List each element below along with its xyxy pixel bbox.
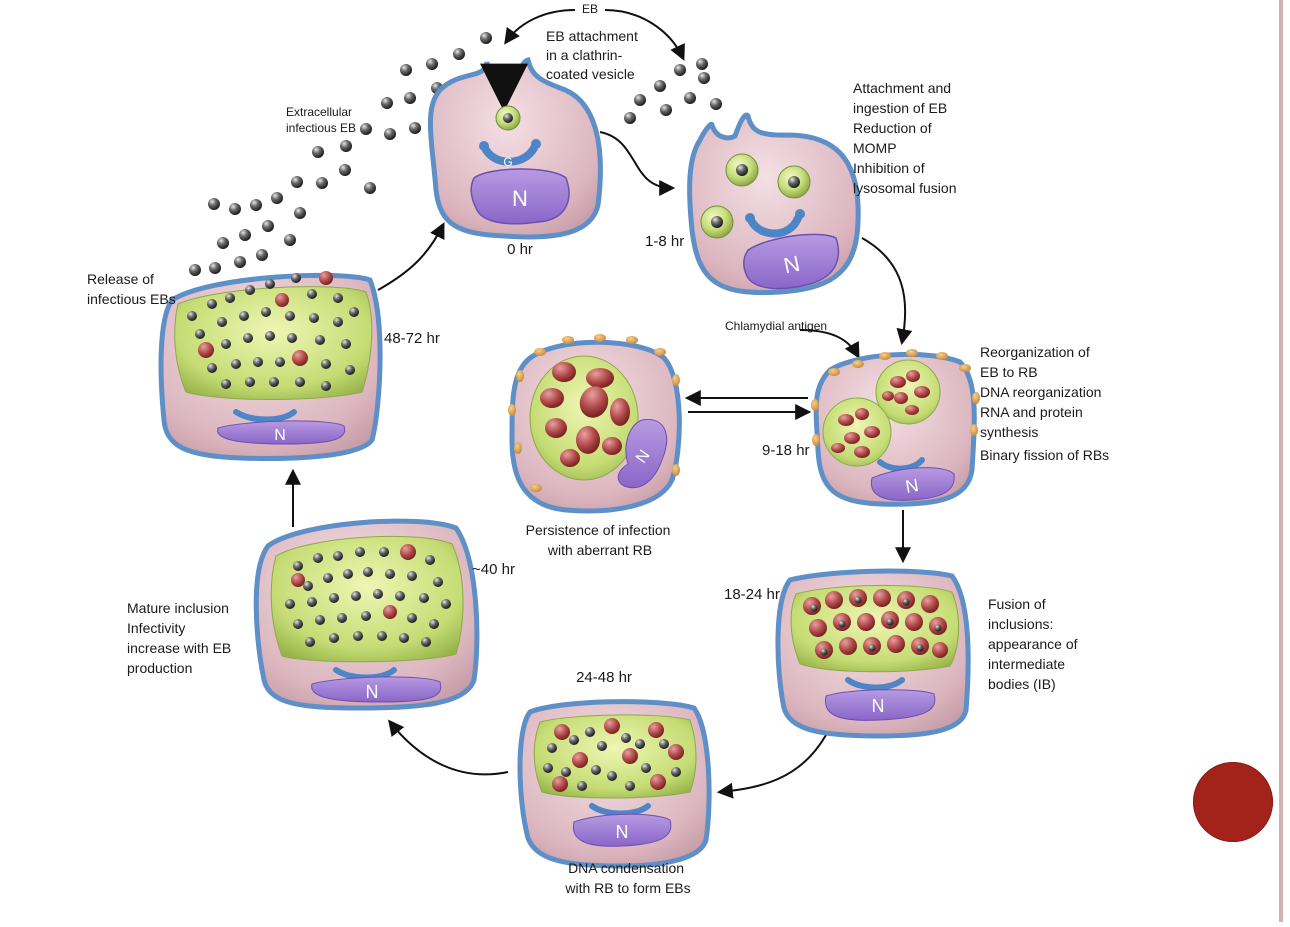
nucleus-label: N bbox=[366, 682, 379, 702]
label-eb: EB bbox=[582, 2, 598, 16]
cell-1-8hr: N bbox=[687, 112, 861, 296]
slide-nav-button[interactable] bbox=[1193, 762, 1273, 842]
nucleus-label: N bbox=[781, 251, 802, 279]
cell-24-48hr: N bbox=[517, 699, 712, 869]
cell-0hr: G N bbox=[427, 56, 603, 240]
label-stage-9-18: Reorganization of EB to RB DNA reorganiz… bbox=[980, 344, 1109, 463]
label-stage-40: Mature inclusion Infectivity increase wi… bbox=[127, 600, 235, 676]
label-extracellular: Extracellular infectious EB bbox=[286, 105, 356, 135]
nucleus-label: N bbox=[904, 475, 920, 497]
cell-40hr: N bbox=[253, 518, 480, 711]
time-18-24hr: 18-24 hr bbox=[724, 586, 780, 603]
cycle-arrows bbox=[285, 9, 913, 799]
slide-right-border bbox=[1279, 0, 1283, 922]
nucleus-label: N bbox=[512, 186, 528, 211]
label-stage-18-24: Fusion of inclusions: appearance of inte… bbox=[988, 596, 1081, 692]
cell-18-24hr: N bbox=[775, 568, 971, 739]
label-persistence: Persistence of infection with aberrant R… bbox=[526, 522, 675, 558]
label-chlamydial-antigen: Chlamydial antigen bbox=[725, 319, 827, 333]
nucleus-label: N bbox=[274, 427, 286, 444]
time-0hr: 0 hr bbox=[507, 241, 533, 258]
label-stage-1-8: Attachment and ingestion of EB Reduction… bbox=[853, 80, 957, 196]
golgi-label: G bbox=[503, 155, 512, 169]
diagram-labels: EB EB attachment in a clathrin- coated v… bbox=[87, 2, 1109, 896]
time-24-48hr: 24-48 hr bbox=[576, 669, 632, 686]
nucleus-label: N bbox=[616, 822, 629, 842]
label-stage-24-48: DNA condensation with RB to form EBs bbox=[564, 860, 690, 896]
cell-9-18hr: N bbox=[811, 349, 980, 507]
intermediate-bodies bbox=[803, 589, 948, 659]
extracellular-eb-particles bbox=[189, 32, 722, 299]
label-attachment: EB attachment in a clathrin- coated vesi… bbox=[546, 28, 642, 82]
time-40hr: ~40 hr bbox=[472, 561, 515, 578]
time-1-8hr: 1-8 hr bbox=[645, 233, 684, 250]
time-9-18hr: 9-18 hr bbox=[762, 442, 810, 459]
nucleus-label: N bbox=[872, 696, 885, 716]
cell-48-72hr: N bbox=[158, 271, 383, 461]
cell-persistence: N bbox=[508, 334, 682, 514]
label-release: Release of infectious EBs bbox=[87, 271, 176, 307]
time-48-72hr: 48-72 hr bbox=[384, 330, 440, 347]
